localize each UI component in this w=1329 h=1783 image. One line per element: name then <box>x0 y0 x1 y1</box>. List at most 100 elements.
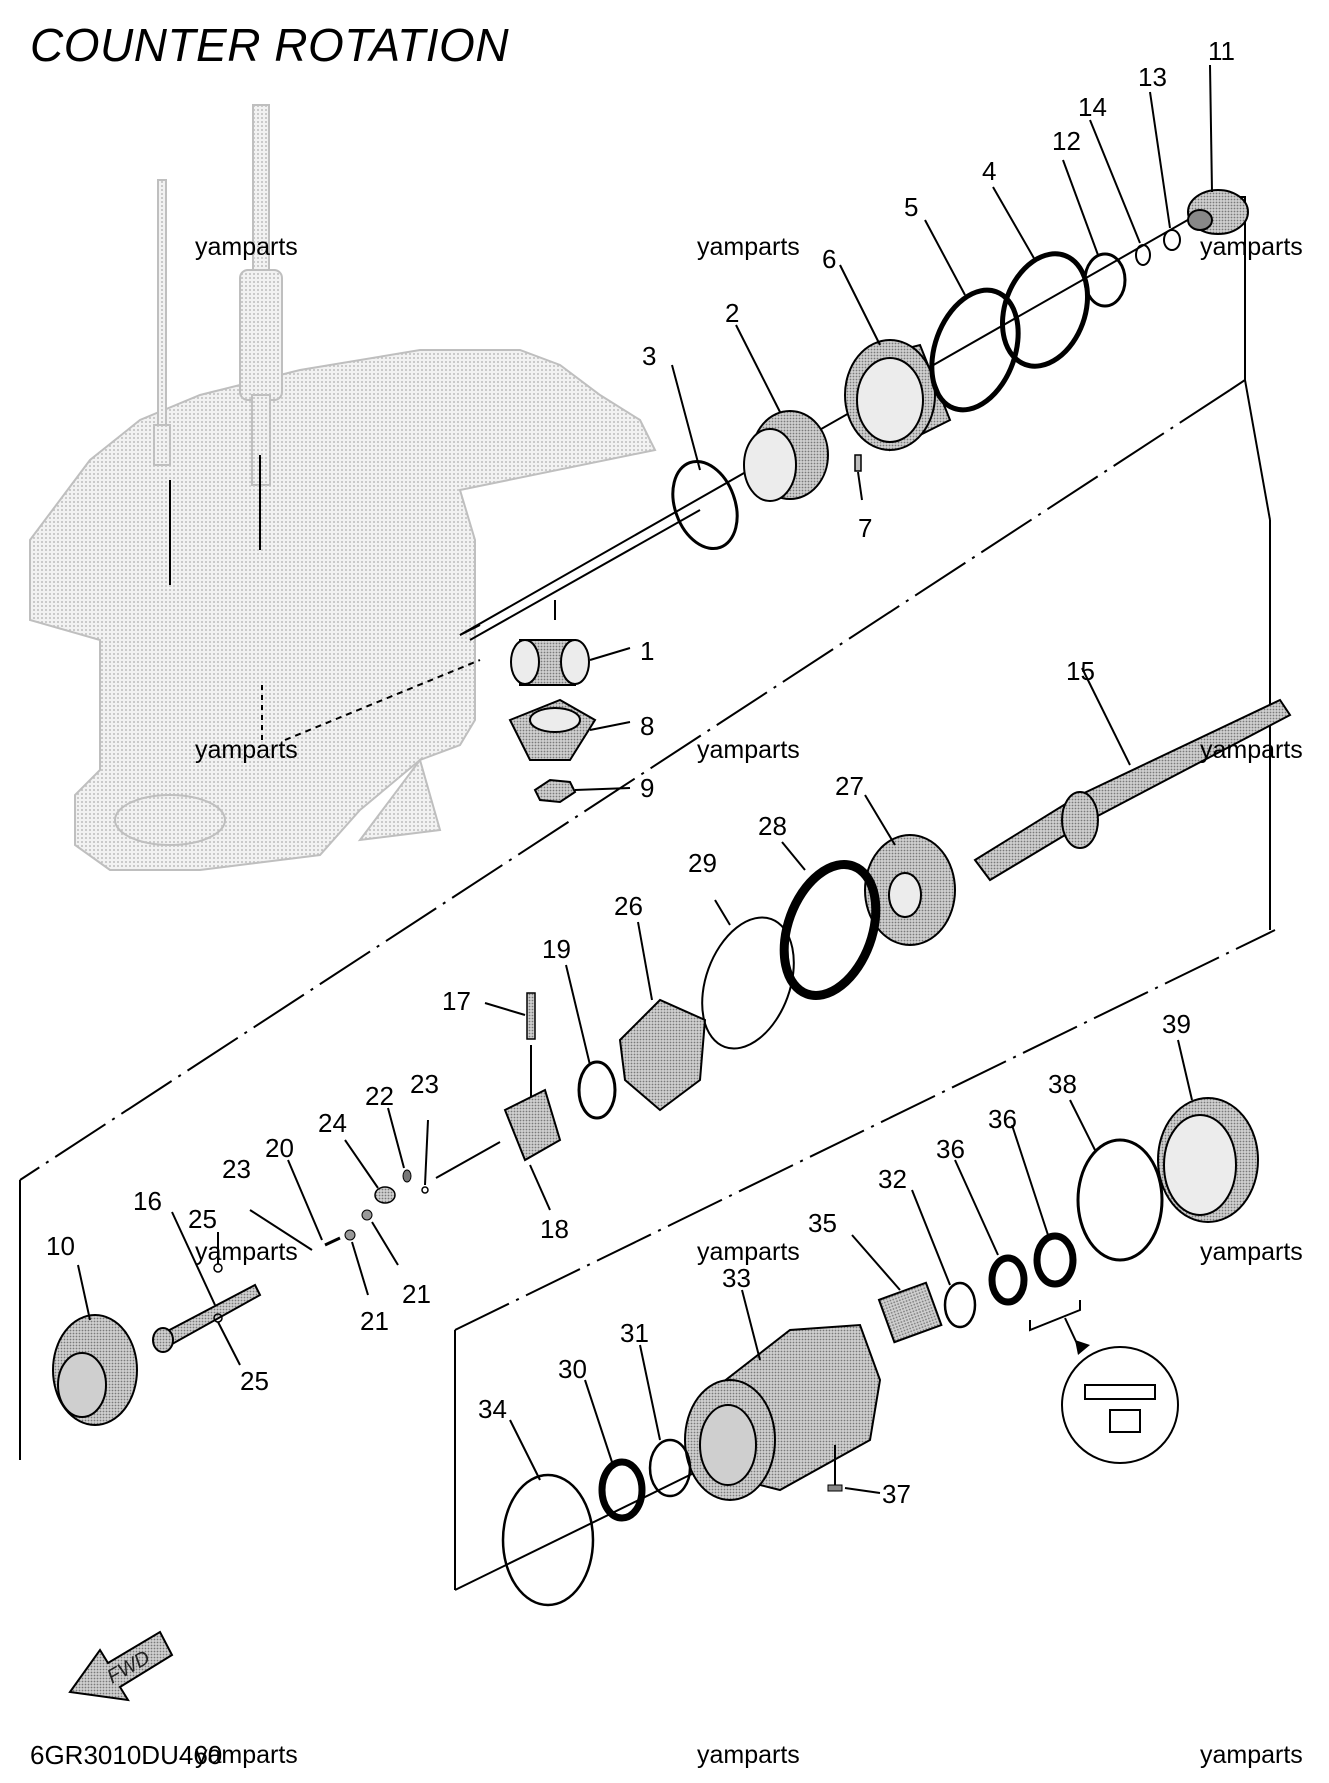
label-21-right: 21 <box>402 1279 431 1309</box>
label-34: 34 <box>478 1394 507 1424</box>
gearcase-housing <box>29 349 657 871</box>
part-22-ball <box>387 1107 412 1183</box>
label-25-upper: 25 <box>188 1204 217 1234</box>
part-6-bearing-housing <box>839 264 952 452</box>
watermark: yamparts <box>1200 1741 1303 1769</box>
label-14: 14 <box>1078 92 1107 122</box>
label-25-lower: 25 <box>240 1366 269 1396</box>
label-22: 22 <box>365 1081 394 1111</box>
part-39-bearing-outer-race <box>1157 1039 1259 1223</box>
part-23-ball <box>421 1119 429 1194</box>
part-10-reverse-gear <box>52 1264 138 1426</box>
label-15: 15 <box>1066 656 1095 686</box>
part-3-snap-ring <box>671 364 739 551</box>
part-20-pin <box>287 1159 341 1247</box>
watermark: yamparts <box>195 233 298 261</box>
part-25-ball <box>213 1232 241 1366</box>
part-15-propeller-shaft <box>973 667 1292 882</box>
label-5: 5 <box>904 192 918 222</box>
watermark: yamparts <box>697 1741 800 1769</box>
part-34-o-ring <box>501 1419 595 1607</box>
label-12: 12 <box>1052 126 1081 156</box>
label-8: 8 <box>640 711 654 741</box>
part-29-o-ring <box>701 899 795 1050</box>
part-11-bushing <box>1187 64 1249 235</box>
label-9: 9 <box>640 773 654 803</box>
detail-callout <box>1029 1300 1179 1464</box>
label-23-upper: 23 <box>410 1069 439 1099</box>
part-16-shift-plunger <box>152 1209 313 1353</box>
watermark: yamparts <box>195 1741 298 1769</box>
assembly-frame-lines <box>19 196 1276 1591</box>
forward-arrow-icon: FWD <box>68 1630 174 1702</box>
part-4-shim <box>992 186 1091 369</box>
part-number-labels: 11 13 14 12 4 5 6 2 3 7 1 15 8 9 27 28 2… <box>46 36 1235 1509</box>
label-4: 4 <box>982 156 996 186</box>
part-9-nut <box>533 778 631 804</box>
label-36-right: 36 <box>988 1104 1017 1134</box>
part-7-pin <box>854 454 863 501</box>
watermark: yamparts <box>195 736 298 764</box>
part-1-needle-bearing <box>510 639 631 686</box>
part-2-needle-bearing <box>735 324 829 502</box>
part-24-spring <box>344 1139 396 1204</box>
part-17-cross-pin <box>484 992 536 1105</box>
label-31: 31 <box>620 1318 649 1348</box>
watermark: yamparts <box>1200 233 1303 261</box>
label-26: 26 <box>614 891 643 921</box>
diagram-code: 6GR3010DU460 <box>30 1740 223 1770</box>
part-38-snap-ring <box>1069 1099 1164 1262</box>
label-19: 19 <box>542 934 571 964</box>
part-8-pinion-gear <box>508 698 631 761</box>
label-33: 33 <box>722 1263 751 1293</box>
part-33-propeller-shaft-housing <box>684 1289 882 1501</box>
shift-rod <box>153 179 171 466</box>
part-12-circlip <box>1062 159 1127 308</box>
label-36-left: 36 <box>936 1134 965 1164</box>
part-18-dog-clutch <box>435 1088 562 1211</box>
part-37-bolt <box>827 1445 881 1494</box>
label-13: 13 <box>1138 62 1167 92</box>
label-1: 1 <box>640 636 654 666</box>
watermark: yamparts <box>1200 1238 1303 1266</box>
label-30: 30 <box>558 1354 587 1384</box>
part-14-o-ring <box>1089 119 1151 266</box>
watermark: yamparts <box>697 233 800 261</box>
part-27-ball-bearing <box>864 794 956 946</box>
label-38: 38 <box>1048 1069 1077 1099</box>
part-36-washer <box>954 1124 1077 1306</box>
label-24: 24 <box>318 1108 347 1138</box>
label-10: 10 <box>46 1231 75 1261</box>
part-26-bevel-gear <box>618 921 707 1112</box>
label-27: 27 <box>835 771 864 801</box>
label-3: 3 <box>642 341 656 371</box>
label-2: 2 <box>725 298 739 328</box>
label-11: 11 <box>1208 36 1235 66</box>
label-20: 20 <box>265 1133 294 1163</box>
part-31-o-ring <box>639 1344 692 1498</box>
label-35: 35 <box>808 1208 837 1238</box>
label-16: 16 <box>133 1186 162 1216</box>
drive-shaft <box>239 104 283 486</box>
watermark: yamparts <box>1200 736 1303 764</box>
label-32: 32 <box>878 1164 907 1194</box>
part-21-ball <box>344 1209 399 1296</box>
watermark: yamparts <box>195 1238 298 1266</box>
part-32-circlip <box>911 1189 977 1329</box>
diagram-title: COUNTER ROTATION <box>30 19 510 71</box>
label-28: 28 <box>758 811 787 841</box>
part-13-o-ring <box>1149 91 1181 251</box>
watermark: yamparts <box>697 1238 800 1266</box>
label-17: 17 <box>442 986 471 1016</box>
label-21-left: 21 <box>360 1306 389 1336</box>
part-28-thrust-washer <box>779 841 881 1000</box>
watermark: yamparts <box>697 736 800 764</box>
label-6: 6 <box>822 244 836 274</box>
part-30-washer <box>584 1379 646 1522</box>
label-39: 39 <box>1162 1009 1191 1039</box>
part-35-needle-bearing <box>851 1234 943 1344</box>
label-23-lower: 23 <box>222 1154 251 1184</box>
label-37: 37 <box>882 1479 911 1509</box>
